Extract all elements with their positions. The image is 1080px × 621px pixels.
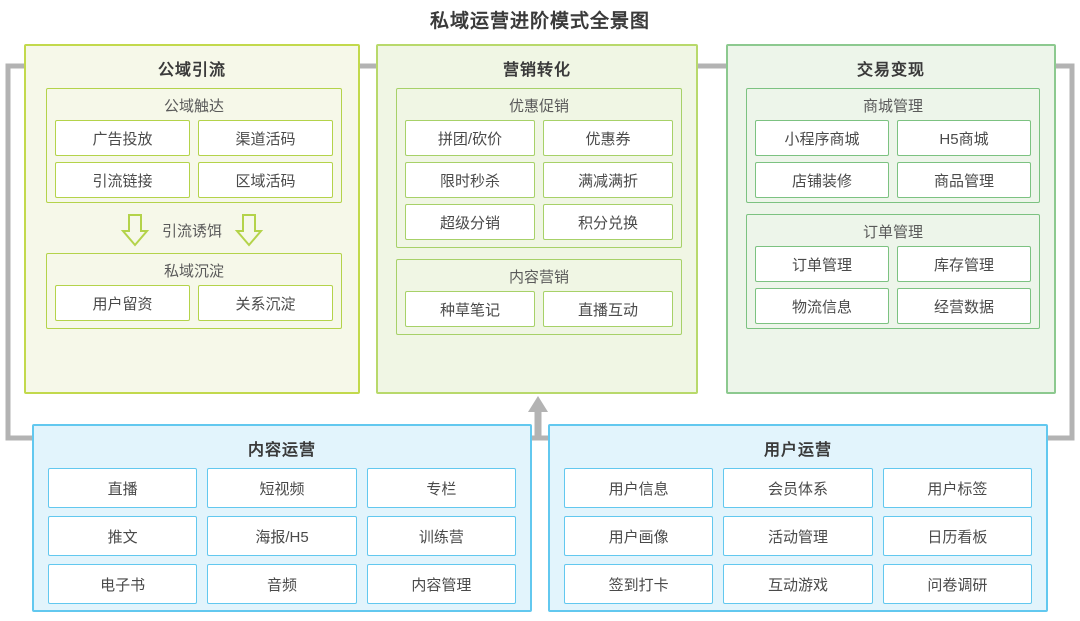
group-order-management[interactable]: 订单管理 订单管理 库存管理 物流信息 经营数据	[746, 214, 1040, 329]
cell-membership-system[interactable]: 会员体系	[723, 468, 873, 508]
cell-questionnaire[interactable]: 问卷调研	[882, 564, 1032, 604]
cell-audio[interactable]: 音频	[207, 564, 357, 604]
pillar-header-user-operations: 用户运营	[763, 442, 832, 459]
group-cells-content-marketing: 种草笔记 直播互动	[405, 291, 673, 327]
group-title-promotion: 优惠促销	[508, 98, 569, 115]
cell-group-buy-bargain[interactable]: 拼团/砍价	[405, 120, 535, 156]
cell-region-qr[interactable]: 区域活码	[198, 162, 333, 198]
cell-checkin[interactable]: 签到打卡	[564, 564, 714, 604]
cell-seeding-notes[interactable]: 种草笔记	[405, 291, 535, 327]
cell-live-interaction[interactable]: 直播互动	[543, 291, 673, 327]
cell-user-tags[interactable]: 用户标签	[882, 468, 1032, 508]
cell-channel-qr[interactable]: 渠道活码	[198, 120, 333, 156]
group-cells-promotion: 拼团/砍价 优惠券 限时秒杀 满减满折 超级分销 积分兑换	[405, 120, 673, 240]
pillar-public-domain-traffic[interactable]: 公域引流 公域触达 广告投放 渠道活码 引流链接 区域活码 引流诱饵 私域沉淀 …	[24, 44, 360, 394]
group-cells-public-reach: 广告投放 渠道活码 引流链接 区域活码	[55, 120, 333, 198]
group-promotion[interactable]: 优惠促销 拼团/砍价 优惠券 限时秒杀 满减满折 超级分销 积分兑换	[396, 88, 682, 248]
cell-miniprogram-mall[interactable]: 小程序商城	[755, 120, 889, 156]
cell-coupon[interactable]: 优惠券	[543, 120, 673, 156]
group-title-content-marketing: 内容营销	[508, 269, 569, 286]
cell-content-management[interactable]: 内容管理	[366, 564, 516, 604]
cell-product-management[interactable]: 商品管理	[897, 162, 1031, 198]
cell-live[interactable]: 直播	[48, 468, 198, 508]
cell-ad-placement[interactable]: 广告投放	[55, 120, 190, 156]
cell-user-profile[interactable]: 用户画像	[564, 516, 714, 556]
cell-interactive-game[interactable]: 互动游戏	[723, 564, 873, 604]
cell-relation-precipitation[interactable]: 关系沉淀	[198, 285, 333, 321]
cell-poster-h5[interactable]: 海报/H5	[207, 516, 357, 556]
user-operations-cells: 用户信息 会员体系 用户标签 用户画像 活动管理 日历看板 签到打卡 互动游戏 …	[564, 468, 1032, 604]
pillar-user-operations[interactable]: 用户运营 用户信息 会员体系 用户标签 用户画像 活动管理 日历看板 签到打卡 …	[548, 424, 1048, 612]
cell-shop-decoration[interactable]: 店铺装修	[755, 162, 889, 198]
pillar-marketing-conversion[interactable]: 营销转化 优惠促销 拼团/砍价 优惠券 限时秒杀 满减满折 超级分销 积分兑换 …	[376, 44, 698, 394]
down-arrow-icon	[120, 214, 150, 247]
bait-label: 引流诱饵	[161, 222, 222, 240]
group-cells-order-management: 订单管理 库存管理 物流信息 经营数据	[755, 246, 1031, 324]
group-mall-management[interactable]: 商城管理 小程序商城 H5商城 店铺装修 商品管理	[746, 88, 1040, 203]
cell-short-video[interactable]: 短视频	[207, 468, 357, 508]
group-title-private-precipitation: 私域沉淀	[163, 263, 224, 280]
group-private-precipitation[interactable]: 私域沉淀 用户留资 关系沉淀	[46, 253, 342, 329]
group-title-order-management: 订单管理	[862, 224, 923, 241]
pillar-content-operations[interactable]: 内容运营 直播 短视频 专栏 推文 海报/H5 训练营 电子书 音频 内容管理	[32, 424, 532, 612]
cell-article[interactable]: 推文	[48, 516, 198, 556]
cell-full-reduction[interactable]: 满减满折	[543, 162, 673, 198]
down-arrow-icon	[234, 214, 264, 247]
group-public-reach[interactable]: 公域触达 广告投放 渠道活码 引流链接 区域活码	[46, 88, 342, 203]
cell-user-info[interactable]: 用户信息	[564, 468, 714, 508]
cell-user-lead[interactable]: 用户留资	[55, 285, 190, 321]
pillar-transaction-monetization[interactable]: 交易变现 商城管理 小程序商城 H5商城 店铺装修 商品管理 订单管理 订单管理…	[726, 44, 1056, 394]
cell-h5-mall[interactable]: H5商城	[897, 120, 1031, 156]
pillar-header-transaction-monetization: 交易变现	[856, 62, 925, 79]
cell-order-management[interactable]: 订单管理	[755, 246, 889, 282]
group-cells-mall-management: 小程序商城 H5商城 店铺装修 商品管理	[755, 120, 1031, 198]
cell-business-data[interactable]: 经营数据	[897, 288, 1031, 324]
cell-flash-sale[interactable]: 限时秒杀	[405, 162, 535, 198]
cell-training-camp[interactable]: 训练营	[366, 516, 516, 556]
page-title: 私域运营进阶模式全景图	[429, 11, 650, 32]
cell-inventory-management[interactable]: 库存管理	[897, 246, 1031, 282]
bait-row: 引流诱饵	[42, 209, 342, 251]
cell-campaign-management[interactable]: 活动管理	[723, 516, 873, 556]
group-content-marketing[interactable]: 内容营销 种草笔记 直播互动	[396, 259, 682, 335]
pillar-header-marketing-conversion: 营销转化	[502, 62, 571, 79]
pillar-header-public-domain-traffic: 公域引流	[157, 62, 226, 79]
col1-header-backdrop	[126, 52, 264, 76]
cell-traffic-link[interactable]: 引流链接	[55, 162, 190, 198]
content-operations-cells: 直播 短视频 专栏 推文 海报/H5 训练营 电子书 音频 内容管理	[48, 468, 516, 604]
col2-header-backdrop	[470, 52, 608, 76]
cell-calendar-board[interactable]: 日历看板	[882, 516, 1032, 556]
cell-ebook[interactable]: 电子书	[48, 564, 198, 604]
group-cells-private-precipitation: 用户留资 关系沉淀	[55, 285, 333, 321]
cell-logistics-info[interactable]: 物流信息	[755, 288, 889, 324]
cell-column[interactable]: 专栏	[366, 468, 516, 508]
pillar-header-content-operations: 内容运营	[247, 442, 316, 459]
cell-points-exchange[interactable]: 积分兑换	[543, 204, 673, 240]
group-title-public-reach: 公域触达	[163, 98, 224, 115]
cell-super-distribution[interactable]: 超级分销	[405, 204, 535, 240]
group-title-mall-management: 商城管理	[862, 98, 923, 115]
